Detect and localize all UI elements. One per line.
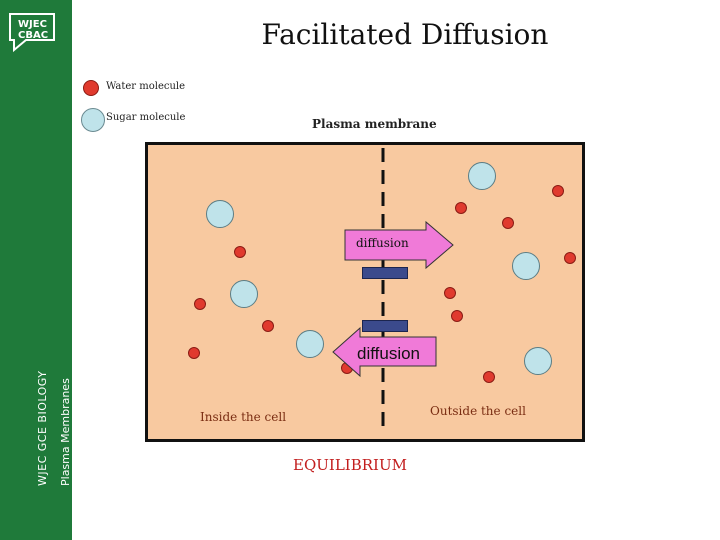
membrane-label: Plasma membrane (312, 117, 437, 131)
sidebar: WJEC CBAC WJEC GCE BIOLOGY Plasma Membra… (0, 0, 72, 540)
water-molecule (444, 287, 456, 299)
diffusion-arrow-left-label: diffusion (357, 344, 421, 363)
sidebar-text: WJEC GCE BIOLOGY Plasma Membranes (36, 371, 72, 486)
sugar-molecule (296, 330, 324, 358)
sugar-molecule (468, 162, 496, 190)
equilibrium-label: EQUILIBRIUM (293, 456, 407, 474)
water-molecule (188, 347, 200, 359)
sugar-molecule (512, 252, 540, 280)
diffusion-arrow-right-label: diffusion (356, 236, 409, 250)
water-molecule (552, 185, 564, 197)
legend-water-icon (83, 80, 99, 96)
sugar-molecule (230, 280, 258, 308)
water-molecule (194, 298, 206, 310)
water-molecule (483, 371, 495, 383)
inside-cell-label: Inside the cell (200, 410, 287, 424)
cell-diagram (145, 142, 585, 442)
sugar-molecule (206, 200, 234, 228)
logo-line1: WJEC (18, 19, 47, 30)
water-molecule (262, 320, 274, 332)
water-molecule (341, 362, 353, 374)
sidebar-line1: WJEC GCE BIOLOGY (36, 370, 49, 486)
logo-line2: CBAC (18, 30, 48, 41)
sidebar-line2: Plasma Membranes (59, 378, 72, 486)
water-molecule (455, 202, 467, 214)
legend-sugar-label: Sugar molecule (106, 112, 186, 123)
water-molecule (502, 217, 514, 229)
water-molecule (564, 252, 576, 264)
legend-water-label: Water molecule (106, 81, 186, 92)
channel-protein-bottom (362, 320, 408, 332)
sugar-molecule (524, 347, 552, 375)
channel-protein-top (362, 267, 408, 279)
wjec-logo: WJEC CBAC (9, 13, 55, 53)
page-title: Facilitated Diffusion (261, 18, 549, 51)
water-molecule (451, 310, 463, 322)
water-molecule (234, 246, 246, 258)
outside-cell-label: Outside the cell (430, 404, 526, 418)
legend-sugar-icon (81, 108, 105, 132)
